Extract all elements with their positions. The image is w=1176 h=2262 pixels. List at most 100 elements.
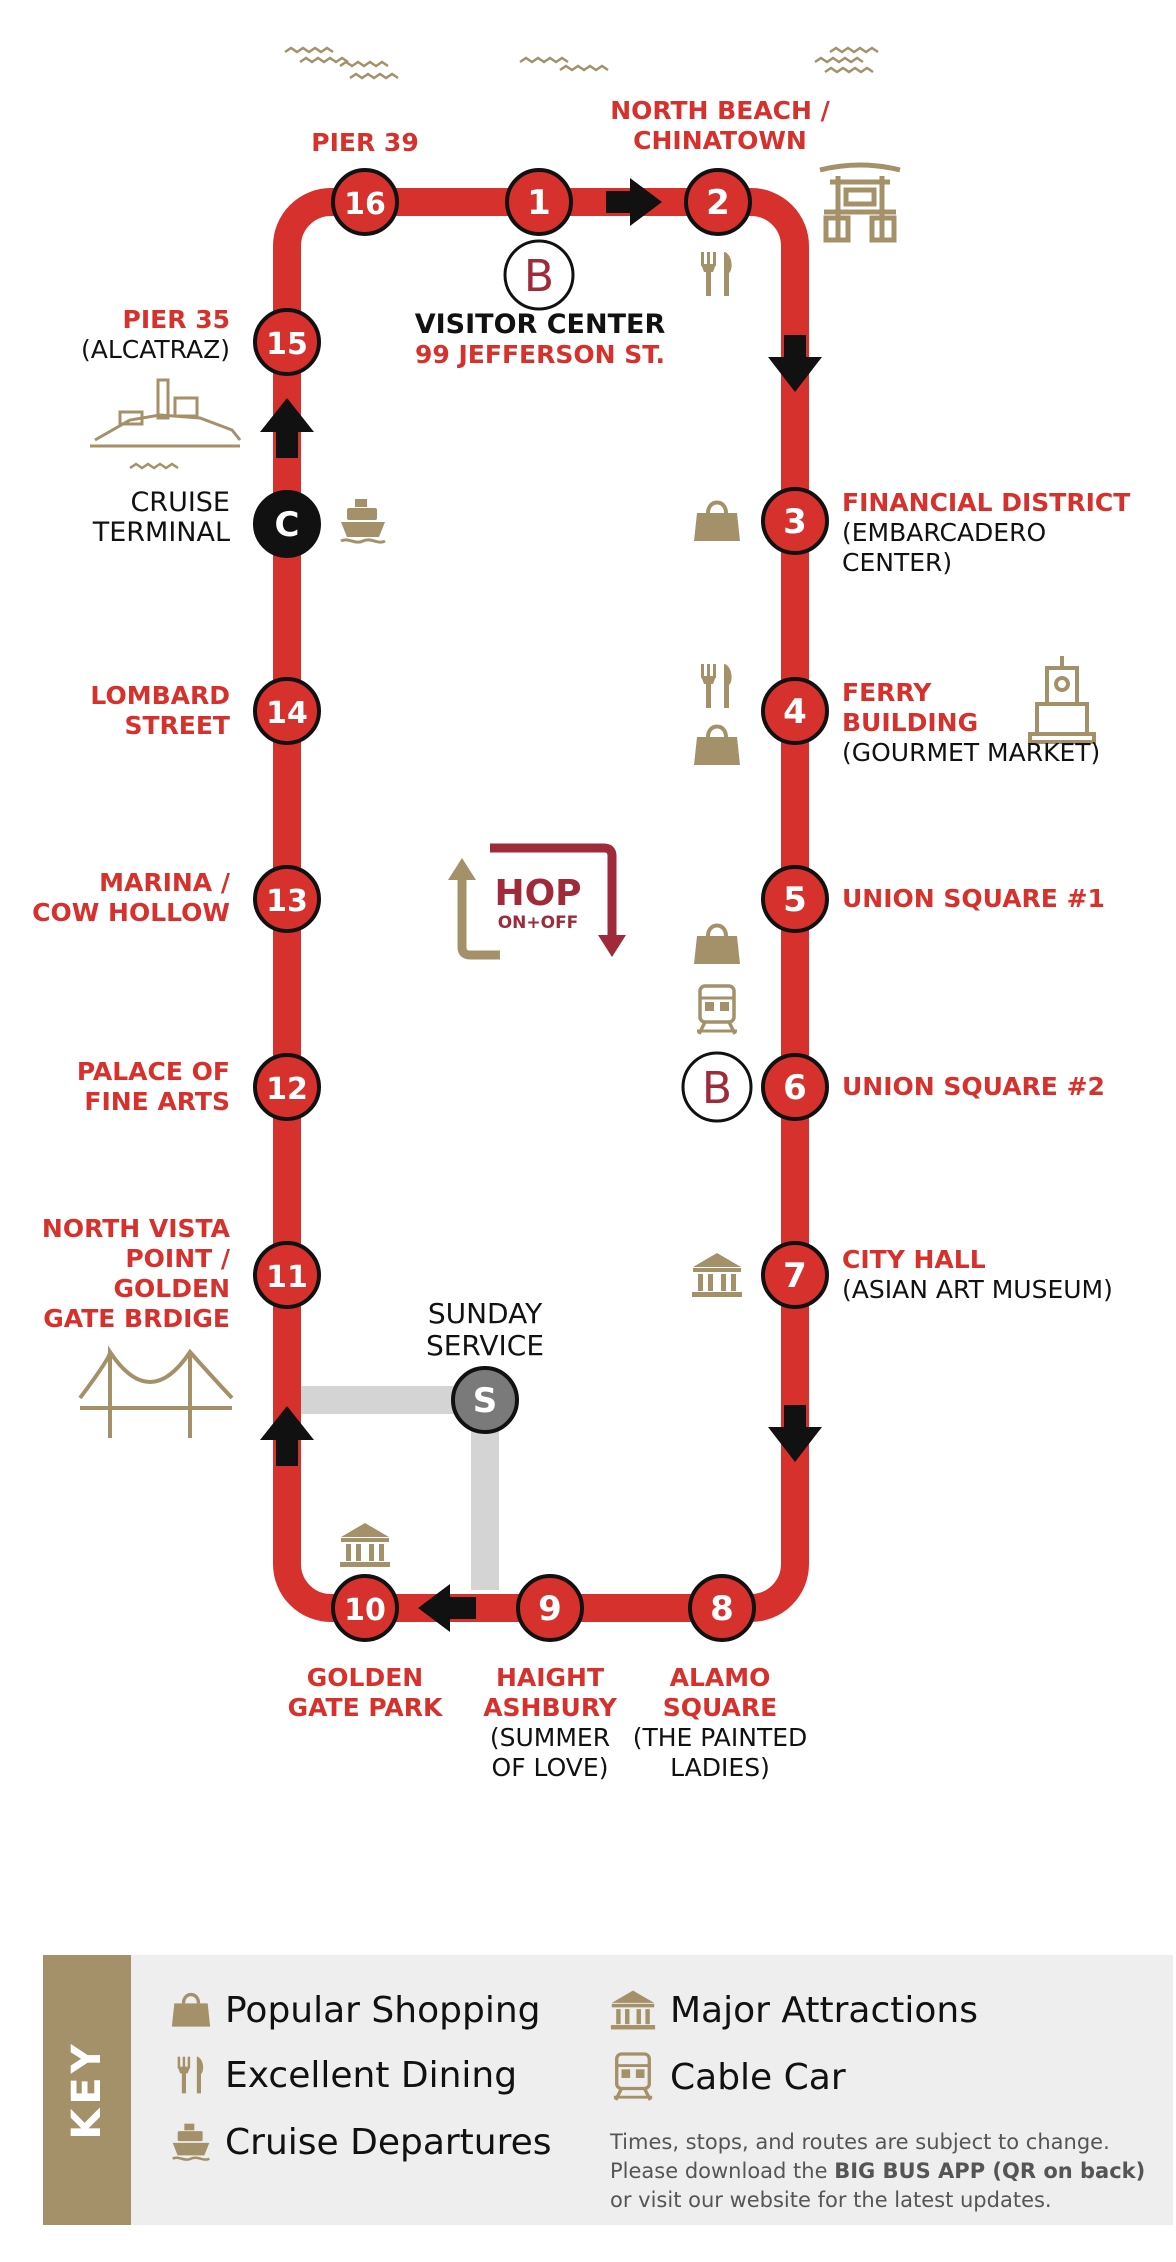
dining-icon (701, 664, 732, 708)
label-line: TERMINAL (92, 517, 230, 548)
fork-knife-icon (177, 2056, 204, 2094)
stop-circle (761, 487, 829, 555)
key-tab: KEY (43, 1955, 131, 2225)
label-line: PIER 35 (122, 305, 230, 334)
wave-decoration-center (518, 56, 610, 72)
wave-decoration-left (283, 46, 400, 80)
alcatraz-island-icon (90, 378, 242, 470)
stop-11[interactable]: 11 (253, 1241, 321, 1309)
visitor-center-title: VISITOR CENTER (414, 309, 666, 340)
stop-7[interactable]: 7 (761, 1241, 829, 1309)
stop-1[interactable]: 1 (505, 168, 573, 236)
stop-2[interactable]: 2 (684, 168, 752, 236)
label-line: GOLDEN (113, 1274, 230, 1303)
stop-4[interactable]: 4 (761, 677, 829, 745)
label-line: FERRY (842, 678, 932, 707)
stop-circle (331, 168, 399, 236)
stop-15[interactable]: 15 (253, 308, 321, 376)
stop-5[interactable]: 5 (761, 865, 829, 933)
sunday-service-route (287, 1386, 499, 1590)
label-line: GOLDEN (306, 1663, 424, 1692)
shopping-bag-icon (692, 923, 742, 966)
stop-3[interactable]: 3 (761, 487, 829, 555)
stop-9[interactable]: 9 (516, 1574, 584, 1642)
museum-icon (610, 1990, 656, 2030)
stop-6[interactable]: 6 (761, 1053, 829, 1121)
stop-number: 1 (527, 183, 551, 223)
stop-14[interactable]: 14 (253, 677, 321, 745)
key-item-label: Popular Shopping (225, 1989, 541, 2031)
key-disclaimer-note: Times, stops, and routes are subject to … (610, 2128, 1145, 2215)
label-line: CHINATOWN (633, 126, 807, 155)
stop-circle (253, 1241, 321, 1309)
label-line: POINT / (125, 1244, 230, 1273)
label-line: STREET (124, 711, 230, 740)
map-key-legend: KEY Popular Shopping Excellent Dining Cr… (43, 1955, 1173, 2225)
visitor-center-address: 99 JEFFERSON ST. (415, 340, 665, 369)
visitor-center-brand-icon: B (503, 239, 575, 311)
key-item-label: Excellent Dining (225, 2054, 518, 2096)
label-line: SERVICE (425, 1329, 545, 1362)
ship-icon (171, 2122, 211, 2161)
direction-arrow-up-top (260, 398, 314, 458)
label-line: GATE PARK (287, 1693, 443, 1722)
stop-number: 5 (783, 880, 807, 920)
union-square-brand-icon: B (681, 1051, 753, 1123)
direction-arrow-down-bottom (768, 1405, 822, 1462)
label-line: FINE ARTS (84, 1087, 230, 1116)
stop-circle (253, 865, 321, 933)
label-north-vista-point: NORTH VISTA POINT / GOLDEN GATE BRDIGE (20, 1214, 230, 1334)
key-item-attractions: Major Attractions (610, 1987, 978, 2033)
key-item-cruise: Cruise Departures (171, 2119, 552, 2165)
brand-letter: B (702, 1063, 732, 1114)
stop-number: 16 (344, 187, 386, 222)
stop-circle (761, 1053, 829, 1121)
key-item-dining: Excellent Dining (171, 2052, 517, 2098)
stop-sunday-service[interactable]: S (451, 1366, 519, 1434)
big-bus-app-link[interactable]: BIG BUS APP (QR on back) (834, 2159, 1146, 2183)
label-marina: MARINA / COW HOLLOW (20, 868, 230, 928)
stop-circle (505, 168, 573, 236)
stop-circle (253, 677, 321, 745)
stop-number: 9 (538, 1589, 562, 1629)
stop-cruise-terminal[interactable]: C (253, 490, 321, 558)
hop-logo-subtext: ON+OFF (498, 913, 579, 933)
label-line: MARINA / (99, 868, 230, 897)
stop-sunday-letter: S (473, 1381, 498, 1421)
stop-16[interactable]: 16 (331, 168, 399, 236)
label-line: NORTH BEACH / (610, 96, 830, 125)
stop-number: 11 (266, 1260, 308, 1295)
stop-8[interactable]: 8 (688, 1574, 756, 1642)
label-line: HAIGHT (495, 1663, 605, 1692)
stop-circle (688, 1574, 756, 1642)
label-visitor-center: VISITOR CENTER 99 JEFFERSON ST. (390, 310, 690, 370)
stop-circle (253, 308, 321, 376)
label-line: GATE BRDIGE (43, 1304, 230, 1333)
note-text: Please download the (610, 2159, 835, 2183)
key-item-cable-car: Cable Car (610, 2052, 846, 2102)
label-sunday-service: SUNDAY SERVICE (395, 1298, 575, 1362)
label-line: NORTH VISTA (41, 1214, 230, 1243)
brand-letter: B (524, 251, 554, 302)
label-line: (SUMMER (489, 1723, 611, 1752)
label-ferry-building: FERRY BUILDING (GOURMET MARKET) (842, 678, 1100, 768)
stop-circle (253, 1053, 321, 1121)
stop-number: 10 (344, 1593, 386, 1628)
stop-12[interactable]: 12 (253, 1053, 321, 1121)
label-line: FINANCIAL DISTRICT (842, 488, 1131, 517)
stop-number: 15 (266, 327, 308, 362)
museum-icon (692, 1253, 742, 1297)
label-lombard-street: LOMBARD STREET (30, 681, 230, 741)
direction-arrow-down-top (768, 335, 822, 392)
museum-icon (340, 1523, 390, 1567)
label-pier-35: PIER 35 (ALCATRAZ) (30, 305, 230, 365)
stop-13[interactable]: 13 (253, 865, 321, 933)
stop-circle (331, 1574, 399, 1642)
hop-on-off-logo: HOP ON+OFF (448, 843, 626, 960)
key-tab-label: KEY (64, 2040, 110, 2140)
key-item-shopping: Popular Shopping (171, 1987, 541, 2033)
label-line: BUILDING (842, 708, 979, 737)
note-line: Please download the BIG BUS APP (QR on b… (610, 2157, 1145, 2186)
stop-10[interactable]: 10 (331, 1574, 399, 1642)
